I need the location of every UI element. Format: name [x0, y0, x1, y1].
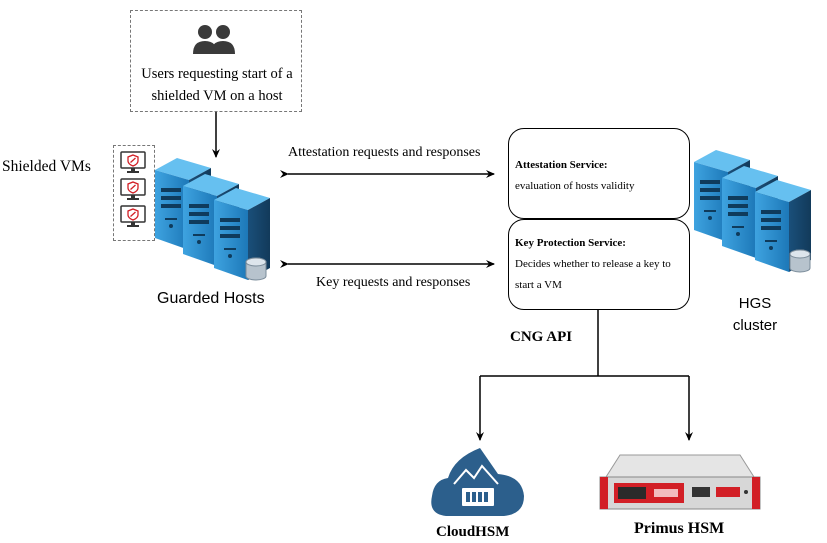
users-text-line1: Users requesting start of a — [141, 66, 293, 82]
key-protection-desc-line2: start a VM — [515, 279, 562, 291]
hgs-label-line1: HGS — [738, 295, 772, 312]
cloudhsm-label: CloudHSM — [436, 524, 510, 540]
hgs-label-line2: cluster — [732, 317, 778, 334]
users-box-text: Users requesting start of a shielded VM … — [131, 63, 303, 107]
users-icon — [193, 25, 235, 54]
key-edge-label: Key requests and responses — [316, 275, 471, 290]
key-protection-title: Key Protection Service: — [515, 237, 626, 249]
guarded-host-db-icon — [245, 257, 267, 281]
hgs-cluster-label: HGS cluster — [722, 293, 788, 337]
key-protection-desc-line1: Decides whether to release a key to — [515, 258, 671, 270]
attestation-service-box: Attestation Service: evaluation of hosts… — [508, 128, 690, 219]
cng-api-label: CNG API — [510, 329, 573, 345]
shielded-vms-group — [113, 145, 155, 241]
cloudhsm-icon — [431, 448, 524, 516]
primus-hsm-icon — [599, 454, 761, 510]
attestation-edge-label: Attestation requests and responses — [288, 145, 481, 160]
primus-hsm-label: Primus HSM — [634, 520, 725, 537]
users-text-line2: shielded VM on a host — [151, 88, 283, 104]
users-box: Users requesting start of a shielded VM … — [130, 10, 302, 112]
guarded-hosts-label: Guarded Hosts — [157, 290, 265, 307]
cng-api-connector — [476, 309, 693, 441]
attestation-service-title: Attestation Service: — [515, 159, 608, 171]
hgs-db-icon — [789, 249, 811, 273]
key-protection-service-box: Key Protection Service: Decides whether … — [508, 219, 690, 310]
attestation-service-desc: evaluation of hosts validity — [515, 180, 635, 192]
shielded-vms-label: Shielded VMs — [2, 158, 91, 175]
